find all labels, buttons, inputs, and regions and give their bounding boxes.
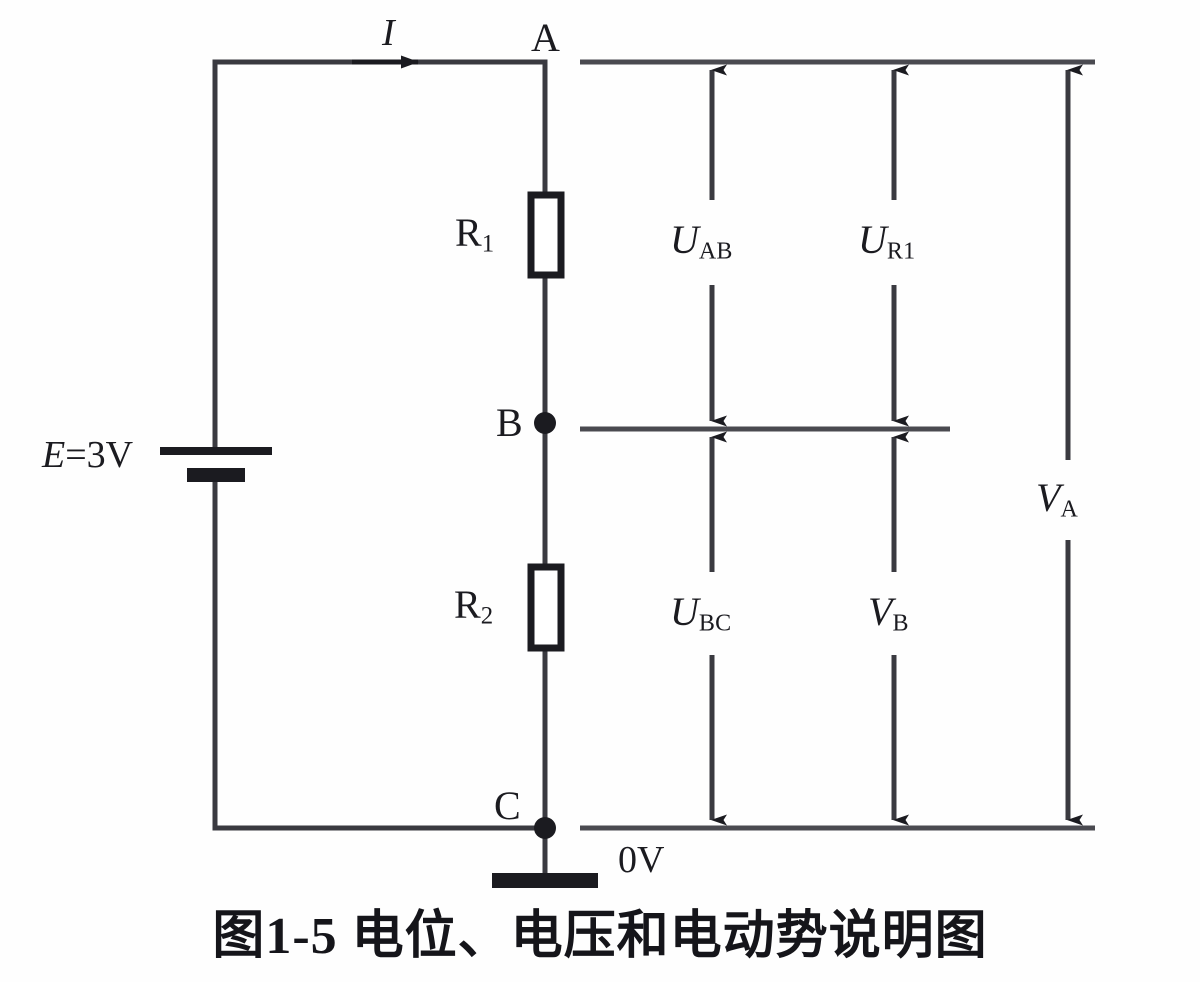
measure-label-V-B: VB: [868, 589, 909, 637]
node-label-A: A: [531, 15, 560, 60]
measure-label-V-A: VA: [1036, 475, 1078, 523]
measure-label-U-BC: UBC: [670, 589, 732, 637]
emf-value: 3V: [86, 434, 134, 476]
battery-cell: [160, 447, 272, 482]
node-label-B: B: [496, 400, 523, 445]
node-dot-C: [534, 817, 556, 839]
resistor-label-R1: R1: [455, 210, 495, 258]
ground-symbol: [492, 873, 598, 888]
node-label-C: C: [494, 783, 521, 828]
resistor-R1: [527, 191, 565, 279]
node-dot-B: [534, 412, 556, 434]
current-label: I: [382, 12, 395, 54]
battery-negative-plate: [187, 468, 245, 482]
resistor-label-R2: R2: [454, 582, 494, 630]
resistor-R2: [527, 563, 565, 652]
measure-label-U-AB: UAB: [670, 217, 733, 265]
figure-caption: 图1-5 电位、电压和电动势说明图: [212, 908, 988, 965]
reference-lines: [580, 59, 1095, 831]
ground-label: 0V: [618, 839, 665, 881]
measure-label-U-R1: UR1: [858, 217, 916, 265]
emf-label: E=3V: [42, 434, 134, 476]
battery-positive-plate: [160, 447, 272, 455]
circuit-wires: [212, 59, 548, 881]
